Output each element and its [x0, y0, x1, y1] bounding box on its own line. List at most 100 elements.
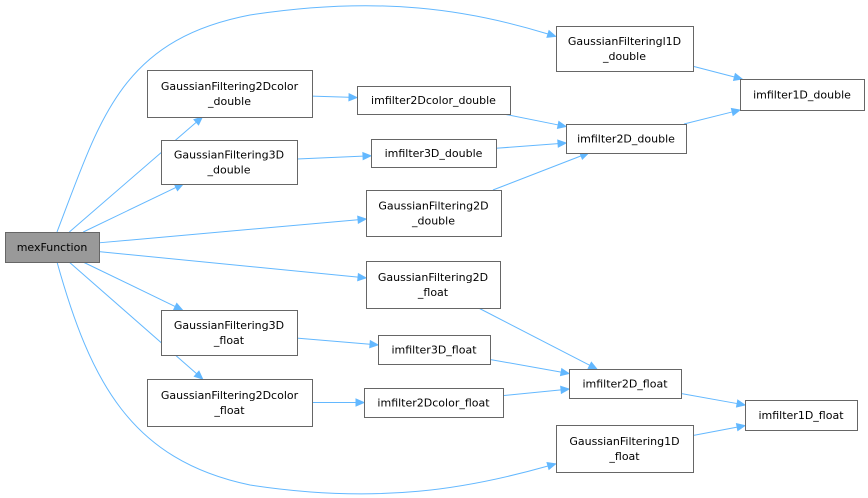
node-imf2d-float[interactable]: imfilter2D_float: [569, 369, 682, 399]
node-box: [357, 86, 511, 115]
edge-imf3d_double-to-imf2d_double: [495, 139, 568, 149]
node-imf2dcolor-float[interactable]: imfilter2Dcolor_float: [364, 388, 504, 418]
node-label: GaussianFiltering2Dcolor: [161, 80, 299, 93]
node-label: _double: [602, 50, 646, 63]
node-label: imfilter3D_double: [385, 147, 483, 160]
edge-mexFunction-to-gf3d_double: [83, 183, 185, 233]
arrowhead: [730, 107, 742, 117]
arrowhead: [357, 215, 368, 225]
node-imf1d-float[interactable]: imfilter1D_float: [745, 400, 858, 431]
node-box: [161, 140, 298, 185]
node-label: GaussianFiltering3D: [174, 319, 284, 332]
arrowhead: [369, 339, 380, 349]
arrowhead: [348, 93, 359, 102]
arrowhead: [557, 139, 568, 148]
node-box: [147, 70, 313, 118]
node-gf1d-float[interactable]: GaussianFiltering1D _float: [556, 425, 694, 473]
arrowhead: [546, 462, 557, 471]
node-label: _float: [213, 404, 245, 417]
node-box: [161, 310, 298, 356]
node-label: GaussianFiltering2Dcolor: [161, 389, 299, 402]
node-imf2dcolor-double[interactable]: imfilter2Dcolor_double: [357, 86, 511, 115]
nodes-layer: mexFunctionGaussianFilteringl1D_doubleGa…: [5, 26, 865, 473]
arrowhead: [735, 399, 747, 408]
node-label: imfilter2D_float: [582, 378, 668, 391]
node-box: [371, 139, 497, 168]
edge-imf3d_float-to-imf2d_float: [489, 358, 571, 377]
node-imf1d-double[interactable]: imfilter1D_double: [740, 79, 865, 111]
node-box: [556, 26, 694, 72]
edge-gf1d_double-to-imf1d_double: [692, 65, 744, 81]
edges-layer: [56, 5, 747, 495]
arrowhead: [193, 116, 204, 126]
node-imf3d-float[interactable]: imfilter3D_float: [378, 335, 491, 365]
edge-gf2d_float-to-imf2d_float: [478, 307, 598, 370]
node-gf2dcolor-double[interactable]: GaussianFiltering2Dcolor _double: [147, 70, 313, 118]
node-label: GaussianFiltering2D: [378, 200, 488, 213]
arrowhead: [357, 272, 368, 282]
node-label: imfilter2D_double: [577, 133, 675, 146]
node-box: [366, 190, 502, 237]
edge-gf2d_double-to-imf2d_double: [492, 152, 590, 191]
edge-imf2dcolor_double-to-imf2d_double: [503, 113, 568, 130]
arrowhead: [362, 151, 373, 161]
node-imf3d-double[interactable]: imfilter3D_double: [371, 139, 497, 168]
arrowhead: [587, 361, 598, 370]
node-label: imfilter1D_double: [753, 89, 851, 102]
node-box: [366, 261, 501, 309]
node-label: _double: [207, 95, 251, 108]
node-label: imfilter2Dcolor_float: [377, 397, 490, 410]
node-label: _float: [213, 334, 245, 347]
node-gf1d-double[interactable]: GaussianFilteringl1D _double: [556, 26, 694, 72]
node-label: imfilter1D_float: [758, 409, 844, 422]
node-label: GaussianFiltering3D: [174, 149, 284, 162]
edge-imf2dcolor_float-to-imf2d_float: [502, 385, 571, 397]
node-label: _float: [608, 450, 640, 463]
node-gf2d-double[interactable]: GaussianFiltering2D_double: [366, 190, 502, 237]
node-box: [5, 232, 100, 263]
edge-imf2d_double-to-imf1d_double: [683, 107, 742, 125]
arrowhead: [560, 385, 571, 395]
edge-imf2d_float-to-imf1d_float: [680, 393, 747, 408]
node-label: imfilter2Dcolor_double: [371, 94, 496, 107]
arrowhead: [355, 398, 366, 407]
node-imf2d-double[interactable]: imfilter2D_double: [566, 124, 687, 154]
arrowhead: [546, 29, 557, 38]
node-box: [569, 369, 682, 399]
arrowhead: [193, 370, 204, 380]
arrowhead: [172, 302, 184, 311]
node-label: mexFunction: [17, 241, 88, 254]
node-label: _double: [207, 164, 251, 177]
node-box: [740, 79, 865, 111]
node-gf3d-double[interactable]: GaussianFiltering3D _double: [161, 140, 298, 185]
node-label: GaussianFiltering1D: [569, 435, 679, 448]
arrowhead: [556, 120, 568, 130]
node-box: [745, 400, 858, 431]
node-label: imfilter3D_float: [391, 344, 477, 357]
node-mexFunction[interactable]: mexFunction: [5, 232, 100, 263]
edge-mexFunction-to-gf1d_double: [56, 5, 557, 233]
node-gf2dcolor-float[interactable]: GaussianFiltering2Dcolor _float: [147, 379, 313, 427]
node-box: [378, 335, 491, 365]
edge-gf2dcolor_double-to-imf2dcolor_double: [311, 93, 359, 102]
edge-mexFunction-to-gf1d_float: [56, 261, 557, 495]
edge-gf3d_float-to-imf3d_float: [296, 337, 380, 349]
node-label: _float: [417, 286, 449, 299]
node-label: GaussianFilteringl1D: [568, 35, 681, 48]
node-gf2d-float[interactable]: GaussianFiltering2D _float: [366, 261, 501, 309]
arrowhead: [732, 72, 744, 81]
edge-mexFunction-to-gf2d_double: [98, 215, 368, 244]
node-box: [566, 124, 687, 154]
node-label: GaussianFiltering2D: [378, 271, 488, 284]
edge-gf2dcolor_float-to-imf2dcolor_float: [312, 398, 366, 407]
edge-mexFunction-to-gf3d_float: [82, 261, 184, 311]
arrowhead: [735, 423, 747, 432]
arrowhead: [559, 367, 571, 377]
edge-mexFunction-to-gf2d_float: [98, 251, 368, 282]
node-gf3d-float[interactable]: GaussianFiltering3D _float: [161, 310, 298, 356]
node-box: [364, 388, 504, 418]
node-box: [556, 425, 694, 473]
edge-gf1d_float-to-imf1d_float: [692, 423, 747, 436]
node-box: [147, 379, 313, 427]
